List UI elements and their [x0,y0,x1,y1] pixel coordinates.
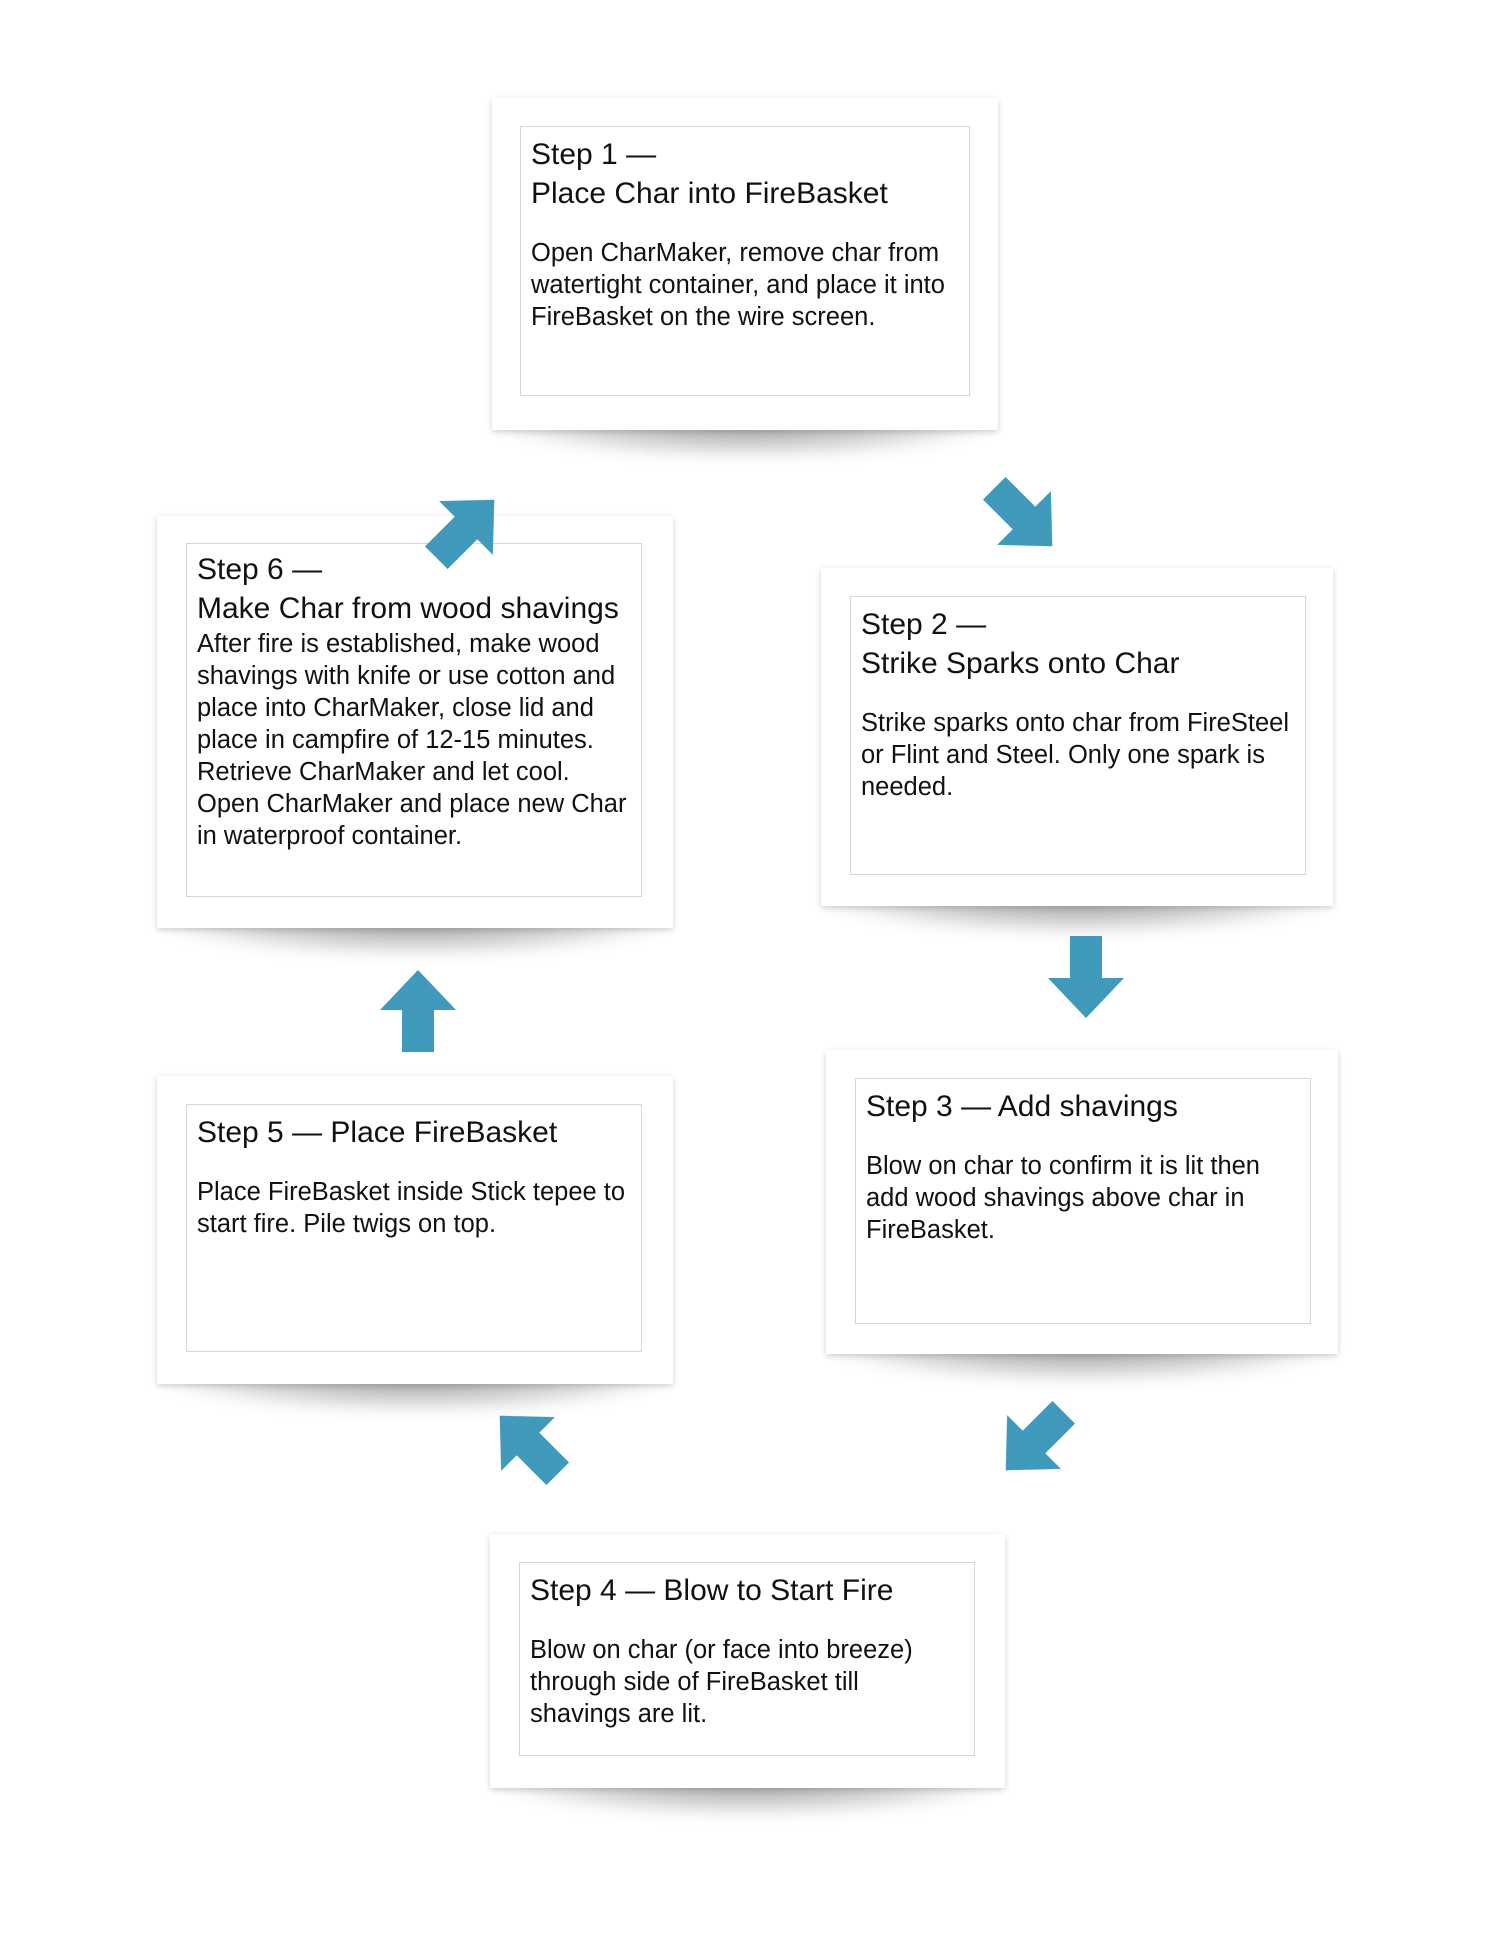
step-6-box: Step 6 — Make Char from wood shavings Af… [186,543,642,897]
arrow-up-right-icon [395,457,536,598]
arrow-down-left-icon [963,1371,1104,1512]
step-1-description: Open CharMaker, remove char from waterti… [531,239,945,331]
step-6-card: Step 6 — Make Char from wood shavings Af… [157,516,673,928]
step-2-card: Step 2 — Strike Sparks onto Char Strike … [821,568,1333,906]
arrow-down-icon [1036,928,1136,1028]
arrow-up-icon [368,960,468,1060]
arrow-shape [424,499,495,570]
step-3-heading: Step 3 — Add shavings [866,1090,1178,1123]
step-6-description: After fire is established, make wood sha… [197,630,627,850]
step-1-heading-line1: Step 1 — [531,138,657,171]
step-2-heading-line2: Strike Sparks onto Char [861,647,1180,680]
step-5-card: Step 5 — Place FireBasket Place FireBask… [157,1076,673,1384]
step-3-description: Blow on char to confirm it is lit then a… [866,1152,1260,1244]
step-5-description: Place FireBasket inside Stick tepee to s… [197,1178,626,1238]
arrow-shape [380,970,456,1052]
step-3-box: Step 3 — Add shavings Blow on char to co… [855,1078,1311,1324]
step-2-description: Strike sparks onto char from FireSteel o… [861,709,1289,801]
step-3-card: Step 3 — Add shavings Blow on char to co… [826,1050,1338,1354]
arrow-shape [1048,936,1124,1018]
arrow-down-right-icon [953,447,1094,588]
step-4-description: Blow on char (or face into breeze) throu… [530,1636,913,1728]
step-1-heading-line2: Place Char into FireBasket [531,177,888,210]
step-6-heading-line1: Step 6 — [197,553,323,586]
step-2-box: Step 2 — Strike Sparks onto Char Strike … [850,596,1306,875]
step-1-box: Step 1 — Place Char into FireBasket Open… [520,126,970,396]
arrow-shape [1005,1400,1076,1471]
step-6-heading-line2: Make Char from wood shavings [197,592,619,625]
step-1-card: Step 1 — Place Char into FireBasket Open… [492,98,998,430]
step-5-box: Step 5 — Place FireBasket Place FireBask… [186,1104,642,1352]
arrow-shape [982,476,1053,547]
step-4-card: Step 4 — Blow to Start Fire Blow on char… [490,1534,1005,1788]
arrow-shape [499,1415,570,1486]
arrow-up-left-icon [457,1373,598,1514]
step-4-heading: Step 4 — Blow to Start Fire [530,1574,894,1607]
step-4-box: Step 4 — Blow to Start Fire Blow on char… [519,1562,975,1756]
step-5-heading: Step 5 — Place FireBasket [197,1116,558,1149]
step-2-heading-line1: Step 2 — [861,608,987,641]
